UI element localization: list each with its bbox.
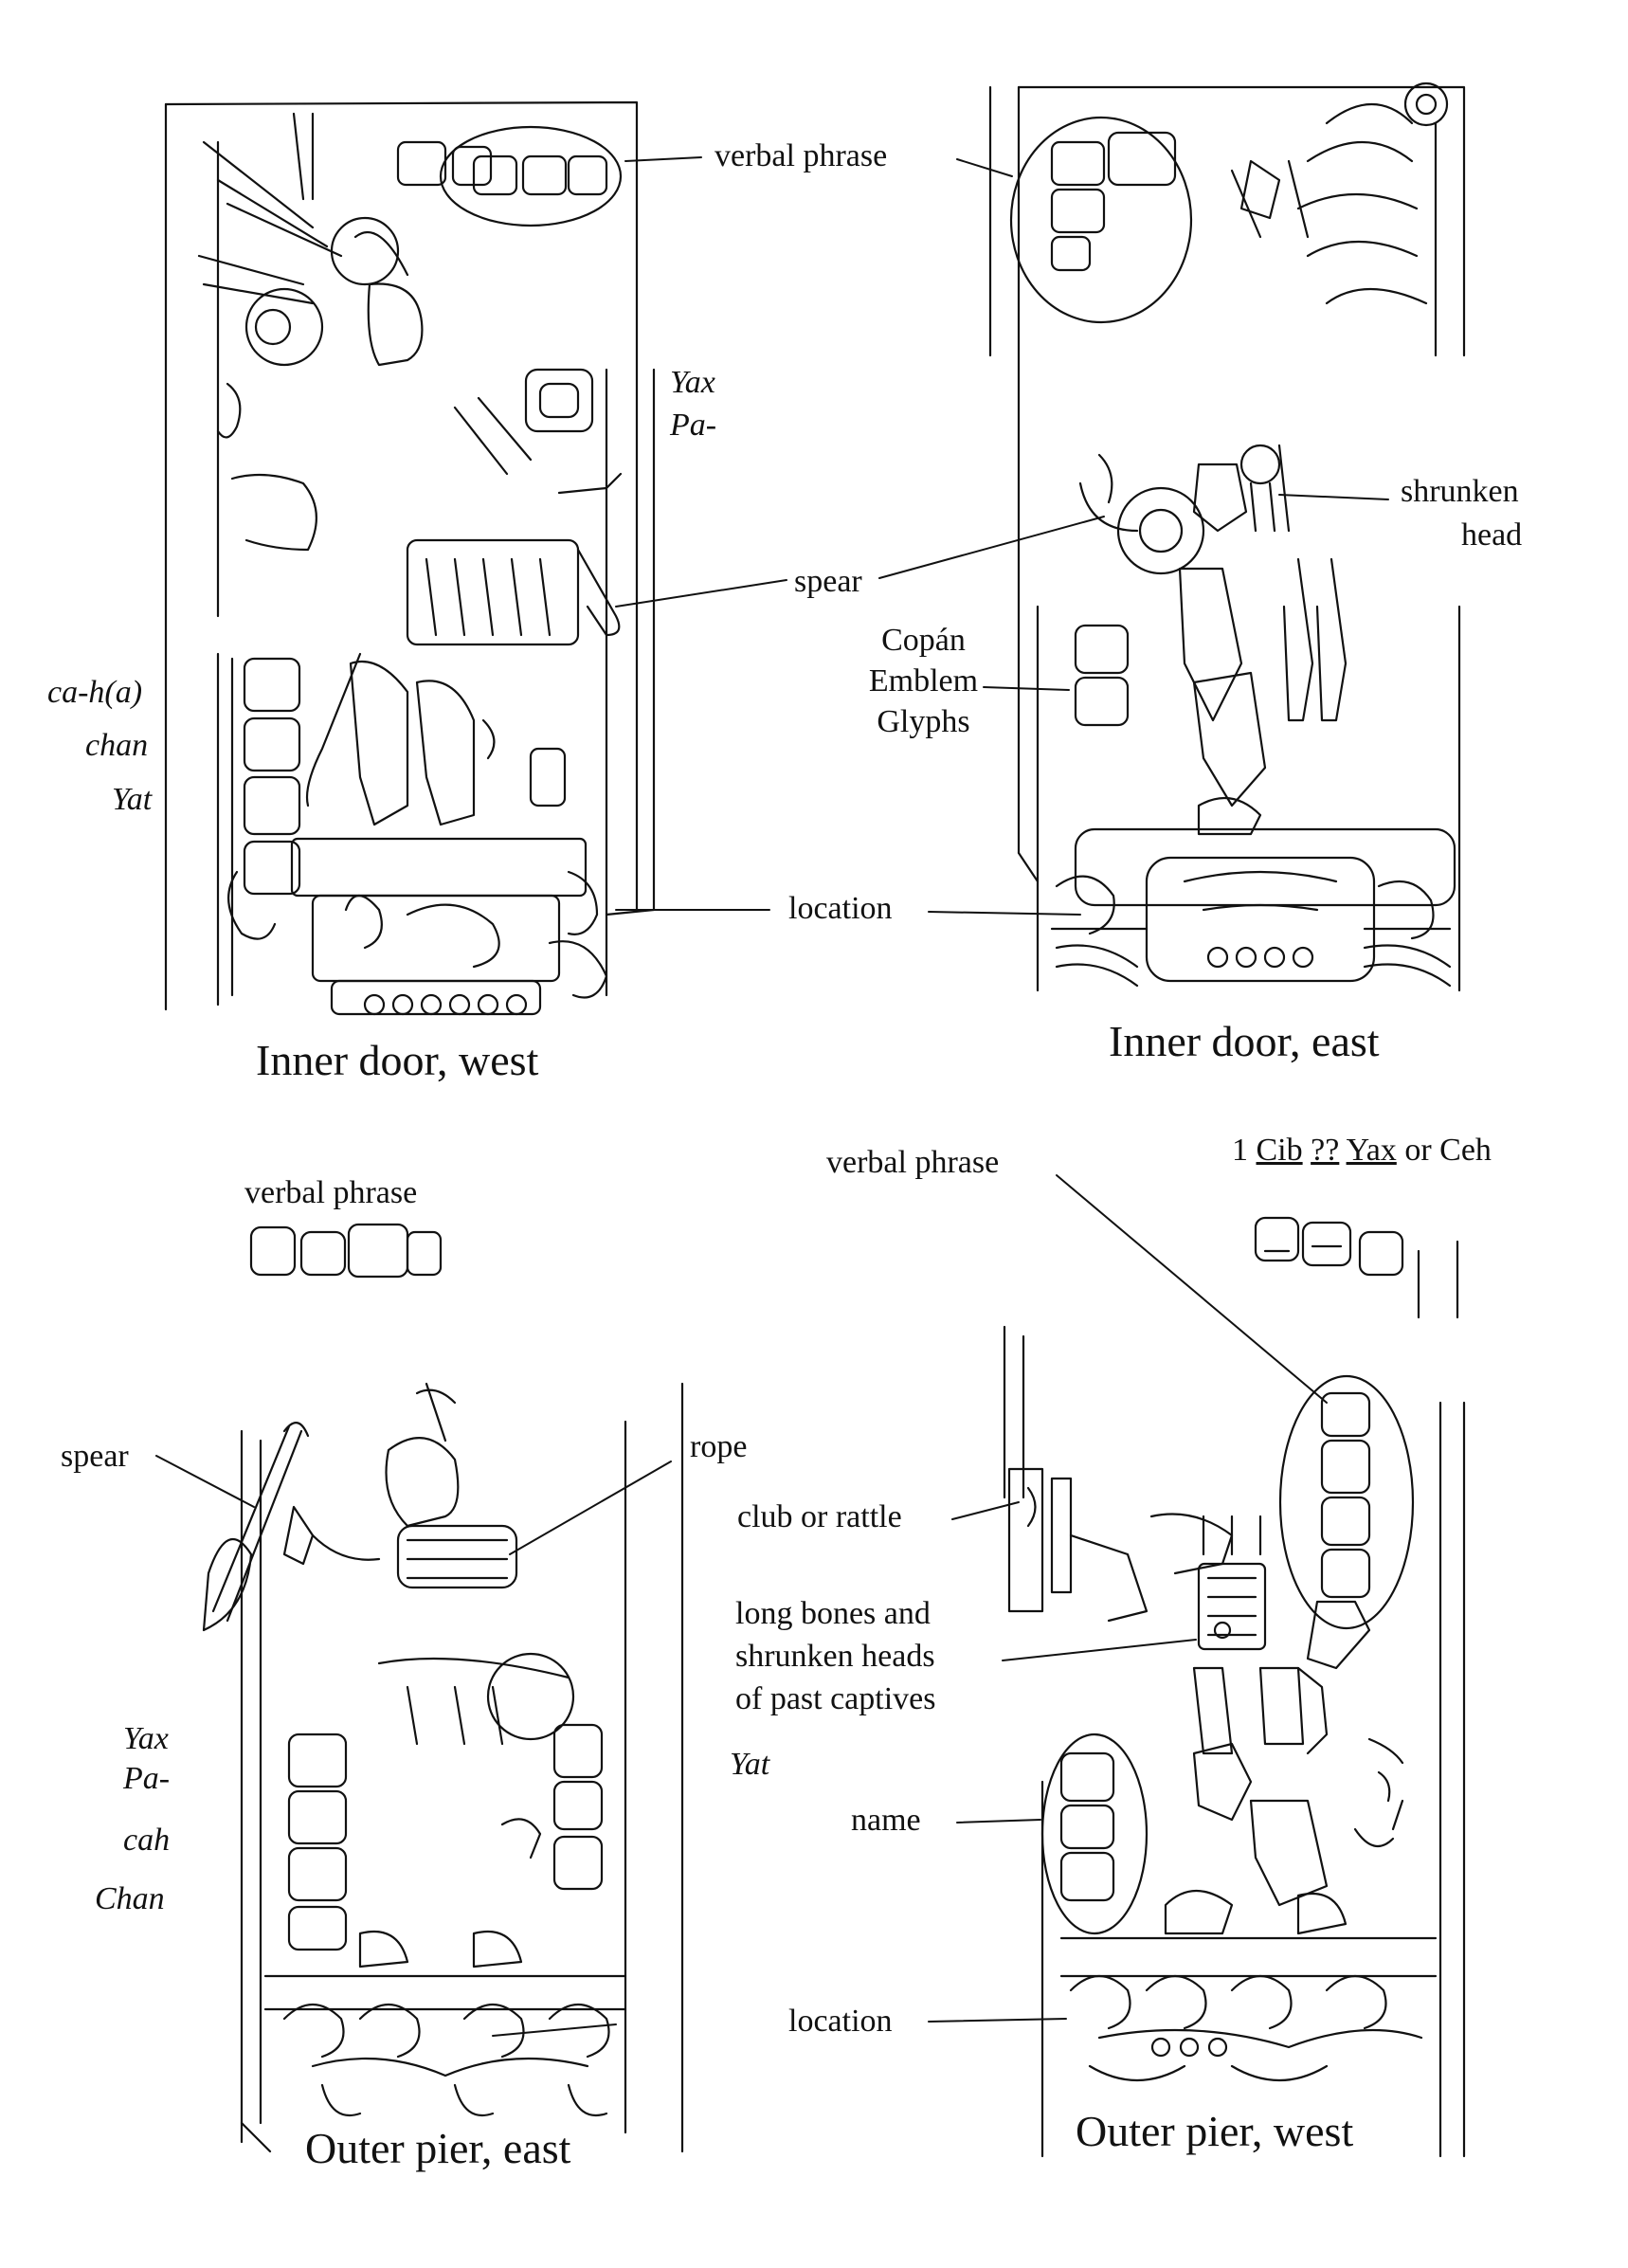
caption-inner-door-east: Inner door, east [1109,1017,1380,1065]
caption-outer-pier-west: Outer pier, west [1076,2107,1354,2155]
label-yat-top: Yat [112,782,153,817]
label-location-bottom: location [788,2004,893,2039]
label-copan-3: Glyphs [877,704,970,739]
inner-door-west-drawing [164,100,656,1016]
label-copan-2: Emblem [868,663,979,699]
label-pa-bottom: Pa- [123,1761,171,1796]
label-cah-bottom: cah [123,1823,171,1858]
caption-inner-door-west: Inner door, west [256,1036,539,1084]
label-long-bones-1: long bones and [735,1596,931,1631]
label-chan-top: chan [85,728,149,763]
label-club-or-rattle: club or rattle [737,1499,902,1534]
date-glyph-label: 1 Cib ?? Yax or Ceh [1232,1133,1492,1169]
inner-door-east-drawing [988,82,1466,992]
label-name: name [851,1803,921,1838]
date-part-2: Cib [1256,1133,1303,1168]
label-location-top: location [788,891,893,926]
label-long-bones-2: shrunken heads [735,1639,935,1674]
label-yax-top: Yax [670,365,715,400]
label-yax-bottom: Yax [123,1721,169,1756]
label-long-bones-3: of past captives [735,1681,936,1716]
leader-lines [155,156,1389,2037]
label-pa-top: Pa- [670,408,717,443]
date-part-3: ?? [1311,1133,1340,1168]
label-verbal-phrase-right: verbal phrase [826,1145,1000,1180]
label-verbal-phrase-top: verbal phrase [715,138,888,173]
label-rope: rope [690,1429,748,1464]
label-yat-bottom: Yat [730,1747,770,1782]
label-chan-bottom: Chan [95,1881,165,1916]
date-part-4: Yax [1346,1133,1397,1168]
date-part-5: or Ceh [1404,1133,1492,1168]
outer-pier-west-drawing [1003,1216,1466,2158]
outer-pier-east-drawing [202,1223,684,2153]
label-ca-h-a: ca-h(a) [47,675,143,710]
label-spear-bottom: spear [61,1439,129,1474]
date-part-1: 1 [1232,1133,1248,1168]
label-shrunken-head-1: shrunken [1401,474,1519,509]
label-shrunken-head-2: head [1461,517,1523,553]
label-spear-top: spear [794,564,862,599]
label-copan-1: Copán [881,623,966,658]
caption-outer-pier-east: Outer pier, east [305,2124,571,2172]
label-verbal-phrase-left: verbal phrase [244,1175,418,1210]
